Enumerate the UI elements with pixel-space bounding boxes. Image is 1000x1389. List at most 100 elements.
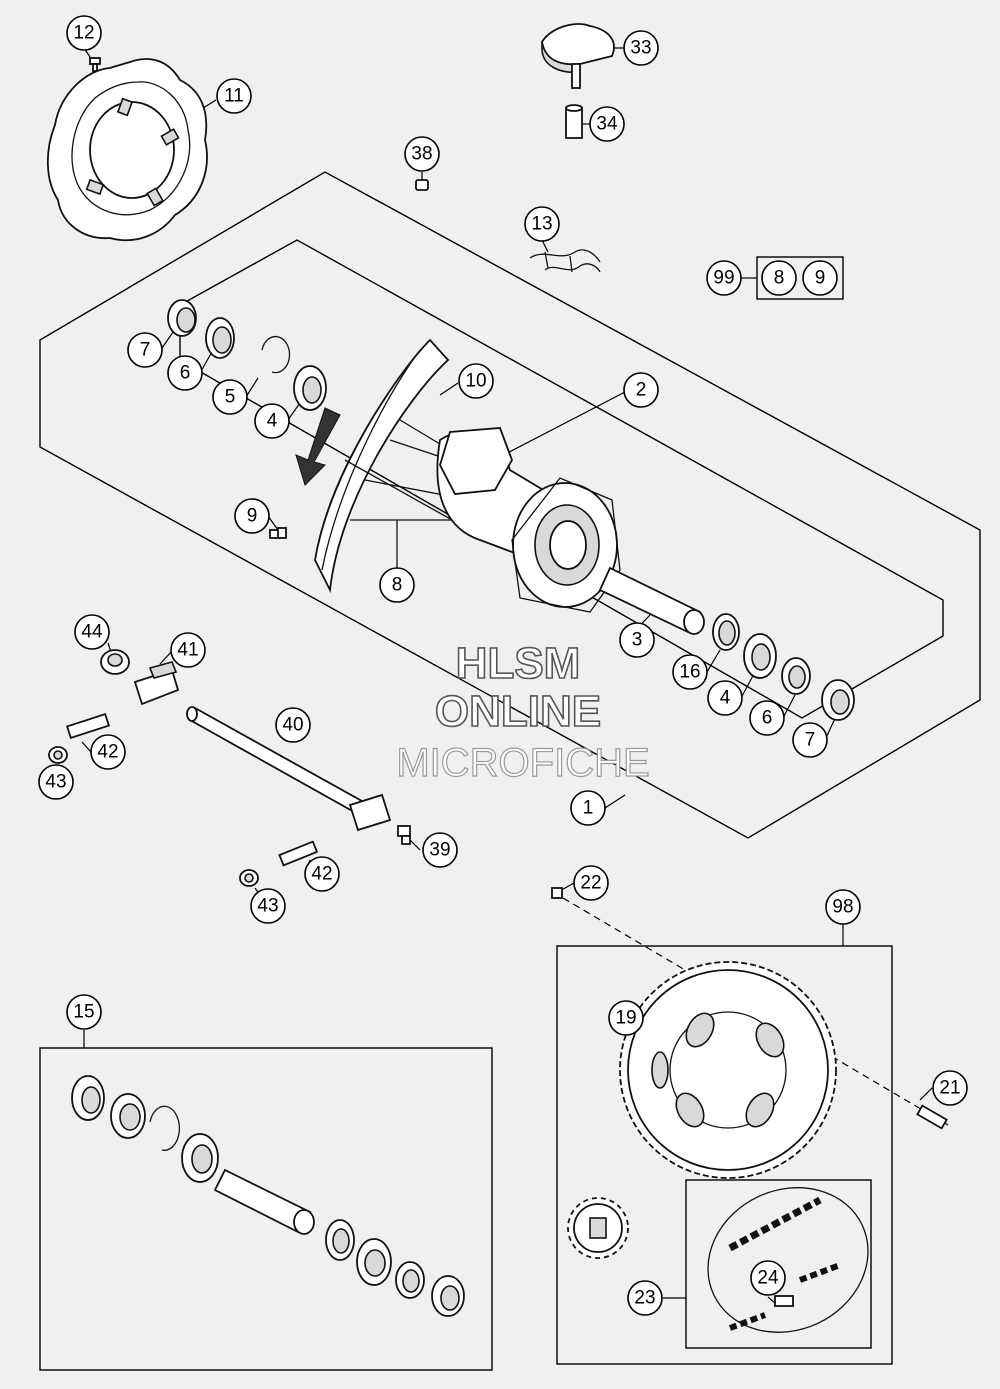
svg-text:9: 9	[815, 268, 826, 289]
svg-text:21: 21	[939, 1078, 960, 1099]
right-bearing-stack-icon	[712, 613, 855, 721]
chain-adjuster-parts-icon	[48, 649, 180, 764]
parts	[46, 23, 948, 1333]
svg-text:42: 42	[97, 742, 118, 763]
svg-text:98: 98	[832, 897, 853, 918]
svg-text:8: 8	[774, 268, 785, 289]
svg-text:22: 22	[580, 873, 601, 894]
callout-44: 44	[74, 614, 110, 650]
callout-9: 9	[234, 498, 270, 534]
svg-text:15: 15	[73, 1002, 94, 1023]
svg-text:43: 43	[45, 772, 66, 793]
svg-text:99: 99	[713, 268, 734, 289]
callout-1: 1	[570, 790, 606, 826]
svg-text:16: 16	[679, 662, 700, 683]
callout-42-lower: 42	[304, 856, 340, 892]
svg-text:6: 6	[180, 363, 191, 384]
svg-text:3: 3	[632, 630, 643, 651]
svg-text:43: 43	[257, 896, 278, 917]
svg-text:11: 11	[224, 86, 244, 107]
sprocket-kit-frame	[556, 945, 893, 1365]
callout-8: 8	[379, 567, 415, 603]
hub-icon	[436, 427, 621, 613]
svg-text:8: 8	[392, 575, 403, 596]
adjuster-bolt-icon	[239, 840, 319, 887]
svg-text:39: 39	[429, 840, 450, 861]
svg-text:1: 1	[583, 798, 594, 819]
callout-39: 39	[422, 832, 458, 868]
sleeve-34-icon	[565, 104, 583, 139]
callout-98: 98	[825, 889, 861, 925]
brake-disc-icon	[46, 58, 208, 242]
watermark-line1: HLSM	[456, 639, 581, 688]
svg-text:10: 10	[465, 371, 486, 392]
watermark-line3: MICROFICHE	[396, 741, 649, 785]
svg-text:41: 41	[177, 640, 198, 661]
callout-43-upper: 43	[38, 764, 74, 800]
svg-text:7: 7	[140, 340, 151, 361]
callout-4-left: 4	[254, 403, 290, 439]
callout-15: 15	[66, 994, 102, 1030]
nut-22-icon	[551, 887, 563, 899]
callout-10: 10	[458, 363, 494, 399]
axle-icon	[186, 706, 392, 832]
callout-7-left: 7	[127, 332, 163, 368]
svg-text:23: 23	[634, 1288, 655, 1309]
svg-text:13: 13	[531, 214, 552, 235]
callout-7-right: 7	[792, 722, 828, 758]
callout-41: 41	[170, 632, 206, 668]
svg-text:12: 12	[73, 23, 94, 44]
callout-19: 19	[608, 1000, 644, 1036]
screw-9-icon	[269, 527, 287, 539]
svg-text:4: 4	[720, 688, 731, 709]
callout-40: 40	[275, 707, 311, 743]
svg-text:40: 40	[282, 715, 303, 736]
spring-13-icon	[529, 249, 601, 273]
svg-text:42: 42	[311, 864, 332, 885]
screw-39-icon	[397, 825, 411, 845]
watermark: HLSM ONLINE MICROFICHE	[396, 638, 651, 785]
rear-sprocket-icon	[619, 961, 837, 1179]
chain-icon	[707, 1187, 869, 1333]
callout-6-right: 6	[749, 700, 785, 736]
svg-text:38: 38	[411, 144, 432, 165]
svg-text:33: 33	[630, 38, 651, 59]
callout-33: 33	[623, 30, 659, 66]
callout-6-left: 6	[167, 355, 203, 391]
callout-24: 24	[750, 1260, 786, 1296]
callout-34: 34	[589, 106, 625, 142]
svg-text:5: 5	[225, 387, 236, 408]
bolt-12-icon	[89, 57, 101, 72]
svg-text:24: 24	[757, 1268, 779, 1289]
callout-42-upper: 42	[90, 734, 126, 770]
rotation-arrow-icon	[295, 407, 341, 486]
callout-8-kit: 8	[761, 260, 797, 296]
callout-11: 11	[216, 78, 252, 114]
callout-21: 21	[932, 1070, 968, 1106]
plug-38-icon	[415, 179, 429, 191]
svg-text:19: 19	[615, 1008, 636, 1029]
bolt-21-icon	[916, 1104, 948, 1130]
svg-text:44: 44	[81, 622, 103, 643]
callout-3: 3	[619, 622, 655, 658]
svg-text:4: 4	[267, 411, 278, 432]
left-bearing-stack-icon	[167, 299, 327, 411]
callout-4-right: 4	[707, 680, 743, 716]
svg-text:34: 34	[596, 114, 618, 135]
callout-13: 13	[524, 206, 560, 242]
bearing-kit-frame	[39, 1047, 493, 1371]
callout-2: 2	[623, 372, 659, 408]
spacer-tube-icon	[598, 566, 705, 635]
stand-icon	[541, 23, 615, 89]
watermark-line2: ONLINE	[435, 687, 601, 736]
svg-text:7: 7	[805, 730, 816, 751]
svg-text:6: 6	[762, 708, 773, 729]
chain-kit-frame	[685, 1179, 872, 1349]
callout-43-lower: 43	[250, 888, 286, 924]
callout-5: 5	[212, 379, 248, 415]
bearing-kit-parts-icon	[71, 1075, 465, 1317]
callout-16: 16	[672, 654, 708, 690]
svg-text:9: 9	[247, 506, 258, 527]
callout-23: 23	[627, 1280, 663, 1316]
